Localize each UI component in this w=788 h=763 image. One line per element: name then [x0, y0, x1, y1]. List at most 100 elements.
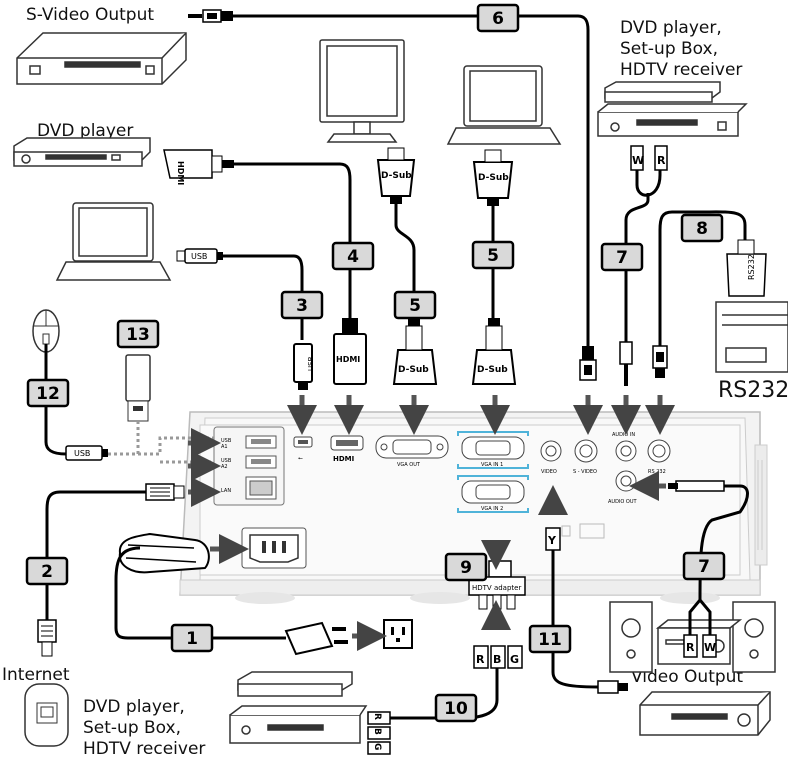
- dvd-player-left-device: [13, 137, 151, 167]
- rgb-plugs-sideways: R B G: [367, 711, 391, 755]
- audio-in-port: AUDIO IN: [612, 432, 637, 462]
- label-internet: Internet: [2, 665, 70, 685]
- plug-w-label: W: [632, 154, 644, 167]
- y-plug: Y: [545, 527, 561, 551]
- usb-plug-projector: USB: [293, 343, 315, 390]
- dsub-label: D-Sub: [398, 365, 429, 375]
- port-vga-out-label: VGA OUT: [397, 462, 421, 468]
- cable-number: 7: [698, 557, 710, 577]
- hdmi-plug-top: HDMI: [163, 149, 234, 185]
- plug-g-label: G: [510, 653, 519, 666]
- svg-text:G: G: [372, 743, 382, 750]
- cable-number-badge: 1: [170, 623, 214, 653]
- plug-b-label: B: [493, 653, 501, 666]
- label-svideo-output: S-Video Output: [26, 5, 155, 25]
- dsub-label: D-Sub: [478, 173, 509, 183]
- label-line: HDTV receiver: [83, 739, 206, 759]
- cable-number-badge: 5: [471, 240, 515, 270]
- power-inlet: [241, 527, 307, 569]
- cable-number-badge: 12: [26, 378, 70, 408]
- cable-number-badge: 13: [116, 319, 160, 349]
- svg-text:W: W: [704, 641, 716, 654]
- plug-r-label: R: [476, 653, 485, 666]
- label-rs232: RS232: [718, 378, 788, 403]
- wall-outlet-icon: [383, 619, 413, 649]
- usb-lan-port-block: USB A1 USB A2 LAN: [213, 426, 285, 506]
- cable-number: 1: [186, 629, 198, 649]
- dsub-label: D-Sub: [477, 365, 508, 375]
- svideo-plug-projector: [579, 346, 597, 381]
- svg-text:⭠: ⭠: [298, 455, 303, 462]
- monitor-device: [319, 39, 405, 143]
- cable-number: 2: [41, 562, 53, 582]
- cable-number-badge: 5: [393, 290, 437, 320]
- cable-number: 7: [616, 248, 628, 268]
- port-usb-a2-label: USB: [221, 458, 232, 464]
- port-vga-in-2-label: VGA IN 2: [481, 506, 503, 512]
- label-dvd-top-right: DVD player, Set-up Box, HDTV receiver: [620, 18, 742, 81]
- cable-number-badge: 6: [476, 3, 520, 33]
- svg-text:R: R: [372, 713, 382, 720]
- power-cord: [118, 532, 348, 656]
- cable-number: 9: [460, 558, 472, 578]
- plug-r-label: R: [657, 154, 666, 167]
- audio-plugs-top: W R: [630, 145, 668, 171]
- cable-number: 5: [487, 246, 499, 266]
- cable-number: 5: [409, 296, 421, 316]
- cable-number-badge: 10: [434, 693, 478, 723]
- port-hdmi-label: HDMI: [333, 455, 354, 463]
- video-port: VIDEO: [540, 440, 562, 475]
- hdmi-plug-projector: HDMI: [333, 318, 367, 385]
- laptop-device-left: [55, 202, 172, 281]
- label-line: DVD player,: [620, 18, 722, 38]
- usb-plug-laptop: USB: [176, 248, 223, 264]
- pc-tower-rs232: [715, 301, 788, 373]
- usb-plug-mouse-label: USB: [74, 449, 90, 458]
- dvd-stack-top-right: [597, 81, 748, 137]
- dsub-label: D-Sub: [381, 171, 412, 181]
- svg-text:A2: A2: [221, 464, 228, 470]
- usb-flash-drive: [125, 354, 151, 422]
- port-audio-out-label: AUDIO OUT: [608, 499, 638, 505]
- svg-text:B: B: [372, 728, 382, 735]
- lan-wall-socket-icon: [24, 683, 69, 747]
- plug-y-label: Y: [547, 534, 557, 547]
- cable-number-badge: 3: [280, 290, 324, 320]
- mouse-device: [32, 309, 60, 353]
- port-video-label: VIDEO: [541, 469, 557, 475]
- cable-number-badge: 9: [444, 552, 488, 582]
- label-video-output: Video Output: [631, 667, 744, 687]
- rs232-plug-projector: [652, 345, 668, 378]
- svg-text:A1: A1: [221, 444, 228, 450]
- dvd-stack-bottom: [229, 671, 368, 744]
- label-line: DVD player,: [83, 697, 185, 717]
- connection-arrows: [188, 395, 675, 651]
- audio-plugs-speakers: R W: [683, 634, 717, 658]
- video-output-device: [639, 691, 771, 736]
- hdtv-adapter-label: HDTV adapter: [472, 584, 521, 592]
- cable-number: 12: [36, 384, 60, 404]
- rs232-plug: RS232: [726, 239, 767, 297]
- audio-jack-right: [668, 480, 725, 492]
- label-dvd-player: DVD player: [37, 121, 134, 141]
- label-line: Set-up Box,: [620, 39, 719, 59]
- cable-number: 13: [126, 325, 150, 345]
- label-line: HDTV receiver: [620, 60, 743, 80]
- laptop-device-middle: [446, 65, 562, 145]
- svideo-plug-top: [188, 9, 233, 23]
- video-plug-bottom: [597, 680, 628, 694]
- cable-number-badge: 7: [600, 242, 644, 272]
- cable-number: 3: [296, 296, 308, 316]
- cable-number: 11: [538, 630, 562, 650]
- internet-plug: [37, 619, 57, 657]
- lan-plug: [145, 483, 185, 501]
- vga-out-port: VGA OUT: [375, 435, 449, 468]
- hdmi-port: HDMI: [330, 435, 364, 463]
- cable-number-badge: 4: [331, 241, 375, 271]
- svg-text:HDMI: HDMI: [336, 355, 360, 364]
- cable-number: 4: [347, 247, 359, 267]
- cable-number: 8: [696, 219, 708, 239]
- svg-text:R: R: [686, 641, 695, 654]
